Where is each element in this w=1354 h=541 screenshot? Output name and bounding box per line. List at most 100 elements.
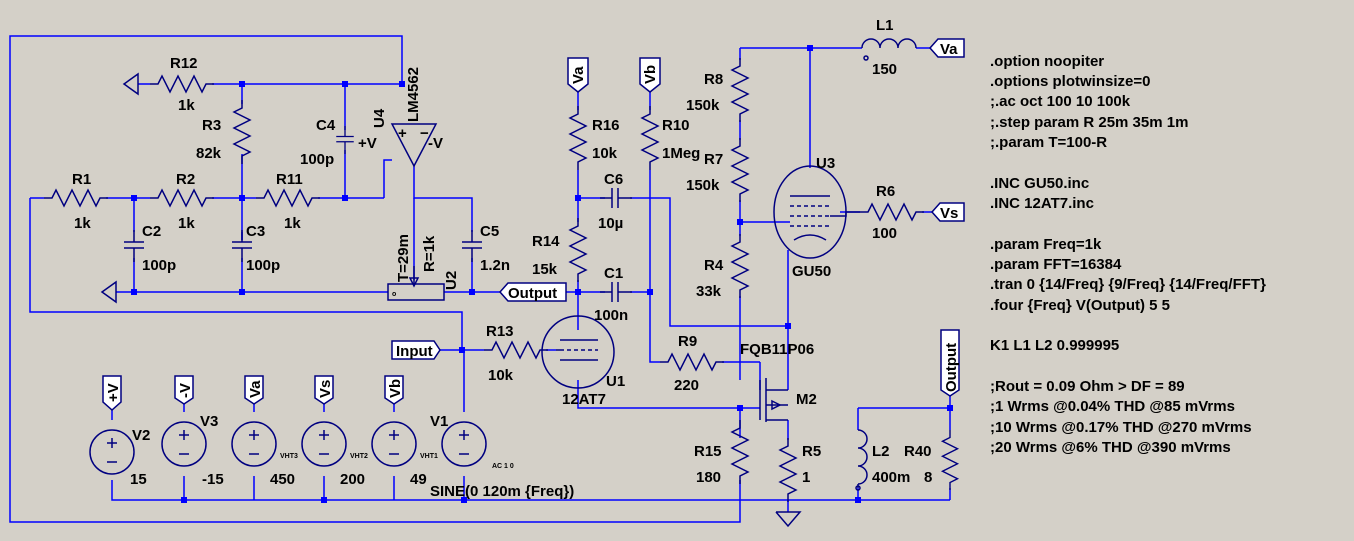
label-u4-value: LM4562: [405, 67, 422, 122]
svg-text:Output: Output: [943, 343, 960, 392]
source-vht3[interactable]: [231, 421, 277, 467]
tube-u3[interactable]: [773, 165, 860, 259]
flag-va-src[interactable]: Va: [244, 375, 264, 405]
capacitor-c5[interactable]: [461, 229, 483, 263]
label-r1-name: R1: [72, 171, 91, 188]
directive-line: K1 L1 L2 0.999995: [990, 337, 1119, 354]
source-vht1[interactable]: [371, 421, 417, 467]
resistor-r2[interactable]: [149, 189, 215, 207]
source-v1[interactable]: [441, 421, 487, 467]
directive-line: ;Rout = 0.09 Ohm > DF = 89: [990, 378, 1185, 395]
resistor-r4[interactable]: [731, 233, 749, 299]
label-m2-name: M2: [796, 391, 817, 408]
svg-text:Vs: Vs: [940, 205, 958, 222]
label-r5-value: 1: [802, 469, 810, 486]
label-r40-value: 8: [924, 469, 932, 486]
label-vht3-value: 450: [270, 471, 295, 488]
label-r4-name: R4: [704, 257, 724, 274]
label-vht1-name: VHT1: [420, 453, 438, 460]
label-l2-value: 400m: [872, 469, 910, 486]
label-vht3-name: VHT3: [280, 453, 298, 460]
flag-va-l1[interactable]: Va: [928, 38, 965, 58]
label-c1-value: 100n: [594, 307, 628, 324]
directive-line: .param Freq=1k: [990, 236, 1102, 253]
flag-vs[interactable]: Vs: [930, 202, 965, 222]
directive-line: .four {Freq} V(Output) 5 5: [990, 297, 1170, 314]
label-v1-ac: AC 1 0: [492, 463, 514, 470]
inductor-l2[interactable]: [855, 429, 868, 491]
label-v1-name: V1: [430, 413, 448, 430]
label-c4-value: 100p: [300, 151, 334, 168]
svg-text:Va: Va: [940, 41, 958, 58]
capacitor-c4[interactable]: [335, 125, 355, 155]
label-c5-name: C5: [480, 223, 499, 240]
resistor-r9[interactable]: [659, 353, 725, 371]
directive-line: .options plotwinsize=0: [990, 73, 1150, 90]
label-v2-name: V2: [132, 427, 150, 444]
inductor-l1[interactable]: [861, 38, 917, 61]
resistor-r1[interactable]: [43, 189, 109, 207]
label-r2-name: R2: [176, 171, 195, 188]
svg-text:Va: Va: [247, 380, 264, 398]
resistor-r12[interactable]: [149, 75, 215, 93]
svg-text:Output: Output: [508, 285, 557, 302]
label-u1-name: U1: [606, 373, 625, 390]
flag-vb-src[interactable]: Vb: [384, 375, 404, 405]
label-r8-value: 150k: [686, 97, 720, 114]
svg-text:Vb: Vb: [387, 379, 404, 398]
directive-line: .INC 12AT7.inc: [990, 195, 1094, 212]
label-r14-name: R14: [532, 233, 560, 250]
label-r11-name: R11: [276, 171, 303, 188]
resistor-r7[interactable]: [731, 137, 749, 203]
resistor-r10[interactable]: [641, 105, 659, 171]
capacitor-c2[interactable]: [123, 229, 145, 263]
resistor-r16[interactable]: [569, 105, 587, 171]
block-u2[interactable]: o: [387, 266, 445, 301]
mosfet-m2[interactable]: [759, 378, 788, 422]
ground-arrow-top: [122, 72, 139, 96]
label-r16-value: 10k: [592, 145, 618, 162]
ground-arrow-mid: [100, 280, 117, 304]
capacitor-c1[interactable]: [599, 281, 633, 303]
label-r2-value: 1k: [178, 215, 195, 232]
label-r13-name: R13: [486, 323, 514, 340]
label-r15-name: R15: [694, 443, 722, 460]
svg-text:+V: +V: [105, 383, 122, 402]
label-v1-value: SINE(0 120m {Freq}): [430, 483, 574, 500]
flag-output-right[interactable]: Output: [940, 329, 960, 397]
resistor-r6[interactable]: [859, 203, 925, 221]
svg-text:-V: -V: [177, 383, 194, 398]
flag-output-left[interactable]: Output: [498, 282, 567, 302]
label-u4-plus: +V: [358, 135, 377, 152]
resistor-r8[interactable]: [731, 57, 749, 123]
label-c4-name: C4: [316, 117, 336, 134]
label-vht2-name: VHT2: [350, 453, 368, 460]
resistor-r40[interactable]: [941, 429, 959, 491]
label-m2-value: FQB11P06: [740, 341, 814, 358]
resistor-r5[interactable]: [779, 437, 797, 503]
resistor-r13[interactable]: [483, 341, 549, 359]
directive-line: .param FFT=16384: [990, 256, 1122, 273]
resistor-r11[interactable]: [255, 189, 321, 207]
flag-minus-v[interactable]: -V: [174, 375, 194, 405]
svg-text:Vb: Vb: [642, 65, 659, 84]
opamp-u4[interactable]: + −: [390, 123, 438, 168]
flag-vb[interactable]: Vb: [639, 57, 661, 93]
label-c1-name: C1: [604, 265, 623, 282]
label-c2-name: C2: [142, 223, 161, 240]
directive-line: ;1 Wrms @0.04% THD @85 mVrms: [990, 398, 1235, 415]
label-r3-value: 82k: [196, 145, 222, 162]
ground-symbol: [775, 511, 802, 528]
flag-input[interactable]: Input: [391, 340, 441, 360]
tube-u1[interactable]: [541, 315, 615, 389]
flag-plus-v[interactable]: +V: [102, 375, 122, 412]
capacitor-c6[interactable]: [599, 187, 633, 209]
flag-vs-src[interactable]: Vs: [314, 375, 334, 405]
source-flag-wires: [111, 352, 465, 420]
flag-va-u1[interactable]: Va: [567, 57, 589, 93]
source-v2[interactable]: [89, 429, 135, 475]
label-u4-name: U4: [371, 108, 388, 128]
source-vht2[interactable]: [301, 421, 347, 467]
resistor-r14[interactable]: [569, 217, 587, 283]
